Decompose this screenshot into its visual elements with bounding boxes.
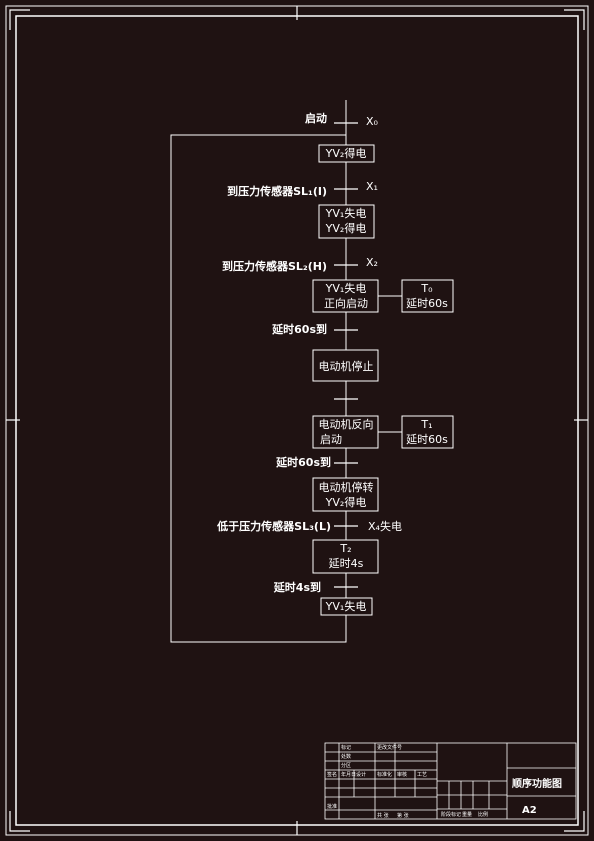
transition-t2-input: X₂ bbox=[366, 256, 378, 269]
step-s4-line2: 启动 bbox=[320, 433, 342, 446]
tb-cell-11: 阶段标记 bbox=[441, 811, 461, 818]
timer-t1-box bbox=[401, 415, 454, 449]
step-s1-line1: YV₁失电 bbox=[325, 207, 367, 220]
step-s6-line2: 延时4s bbox=[329, 557, 364, 570]
tb-cell-12: 重量 bbox=[462, 811, 472, 818]
transition-t5-condition: 延时60s到 bbox=[275, 455, 331, 469]
tb-cell-8: 审核 bbox=[397, 771, 407, 778]
inner-border bbox=[15, 15, 579, 826]
step-s2-box bbox=[312, 279, 379, 313]
timer-t1-line2: 延时60s bbox=[406, 433, 448, 446]
transition-t1-condition: 到压力传感器SL₁(I) bbox=[227, 184, 327, 198]
transition-t6-input: X₄失电 bbox=[368, 520, 402, 533]
step-s7-box bbox=[320, 597, 373, 616]
transition-t1-input: X₁ bbox=[366, 180, 378, 193]
transition-t0-input: X₀ bbox=[366, 115, 379, 128]
tb-cell-9: 工艺 bbox=[417, 772, 427, 778]
transition-bars bbox=[334, 122, 358, 588]
tb-cell-0: 标记 bbox=[341, 744, 351, 751]
transition-t3-condition: 延时60s到 bbox=[271, 322, 327, 336]
tb-cell-6: 设计 bbox=[356, 771, 366, 778]
step-initial-text: YV₂得电 bbox=[325, 147, 367, 160]
step-s7-line1: YV₁失电 bbox=[325, 600, 367, 613]
transition-t2-condition: 到压力传感器SL₂(H) bbox=[222, 259, 327, 273]
step-s5-line1: 电动机停转 bbox=[319, 480, 374, 494]
step-s4-line1: 电动机反向 bbox=[319, 417, 374, 431]
flow-lines bbox=[170, 100, 402, 643]
step-s5-line2: YV₂得电 bbox=[325, 496, 367, 509]
transition-t6-condition: 低于压力传感器SL₃(L) bbox=[216, 519, 331, 533]
step-s1-box bbox=[318, 204, 375, 239]
tb-cell-7: 标准化 bbox=[377, 771, 392, 778]
tb-cell-1: 处数 bbox=[341, 753, 351, 760]
step-s2-line2: 正向启动 bbox=[324, 296, 368, 310]
outer-border bbox=[5, 5, 589, 836]
tb-cell-5: 年月日 bbox=[341, 771, 356, 778]
step-s3-box bbox=[312, 349, 379, 382]
timer-t0-box bbox=[401, 279, 454, 313]
transition-t7-condition: 延时4s到 bbox=[273, 580, 321, 594]
step-s2-line1: YV₁失电 bbox=[325, 282, 367, 295]
transition-t0-condition: 启动 bbox=[305, 111, 327, 125]
timer-t1-line1: T₁ bbox=[420, 418, 432, 431]
step-s6-box bbox=[312, 539, 379, 574]
tb-cell-2: 分区 bbox=[341, 762, 351, 769]
centering-marks bbox=[6, 6, 588, 835]
tb-cell-10: 批准 bbox=[327, 803, 337, 810]
step-s1-line2: YV₂得电 bbox=[325, 222, 367, 235]
title-block bbox=[324, 742, 577, 820]
step-boxes bbox=[312, 144, 454, 616]
drawing-title: 顺序功能图 bbox=[512, 777, 562, 790]
tb-cell-14: 共 张 bbox=[377, 812, 389, 819]
title-block-cells: 标记 处数 分区 更改文件号 签名 年月日 设计 标准化 审核 工艺 批准 阶段… bbox=[327, 744, 488, 819]
tb-cell-15: 第 张 bbox=[397, 812, 409, 819]
step-s5-box bbox=[312, 477, 379, 512]
timer-t0-line1: T₀ bbox=[420, 282, 433, 295]
tb-cell-3: 更改文件号 bbox=[377, 744, 402, 751]
tb-cell-13: 比例 bbox=[478, 811, 488, 818]
step-s4-box bbox=[312, 415, 379, 449]
tb-cell-4: 签名 bbox=[327, 771, 337, 778]
step-initial-box bbox=[318, 144, 375, 163]
timer-t0-line2: 延时60s bbox=[406, 297, 448, 310]
step-s3-line1: 电动机停止 bbox=[319, 359, 374, 373]
step-s6-line1: T₂ bbox=[339, 542, 351, 555]
sheet-size: A2 bbox=[522, 805, 537, 816]
